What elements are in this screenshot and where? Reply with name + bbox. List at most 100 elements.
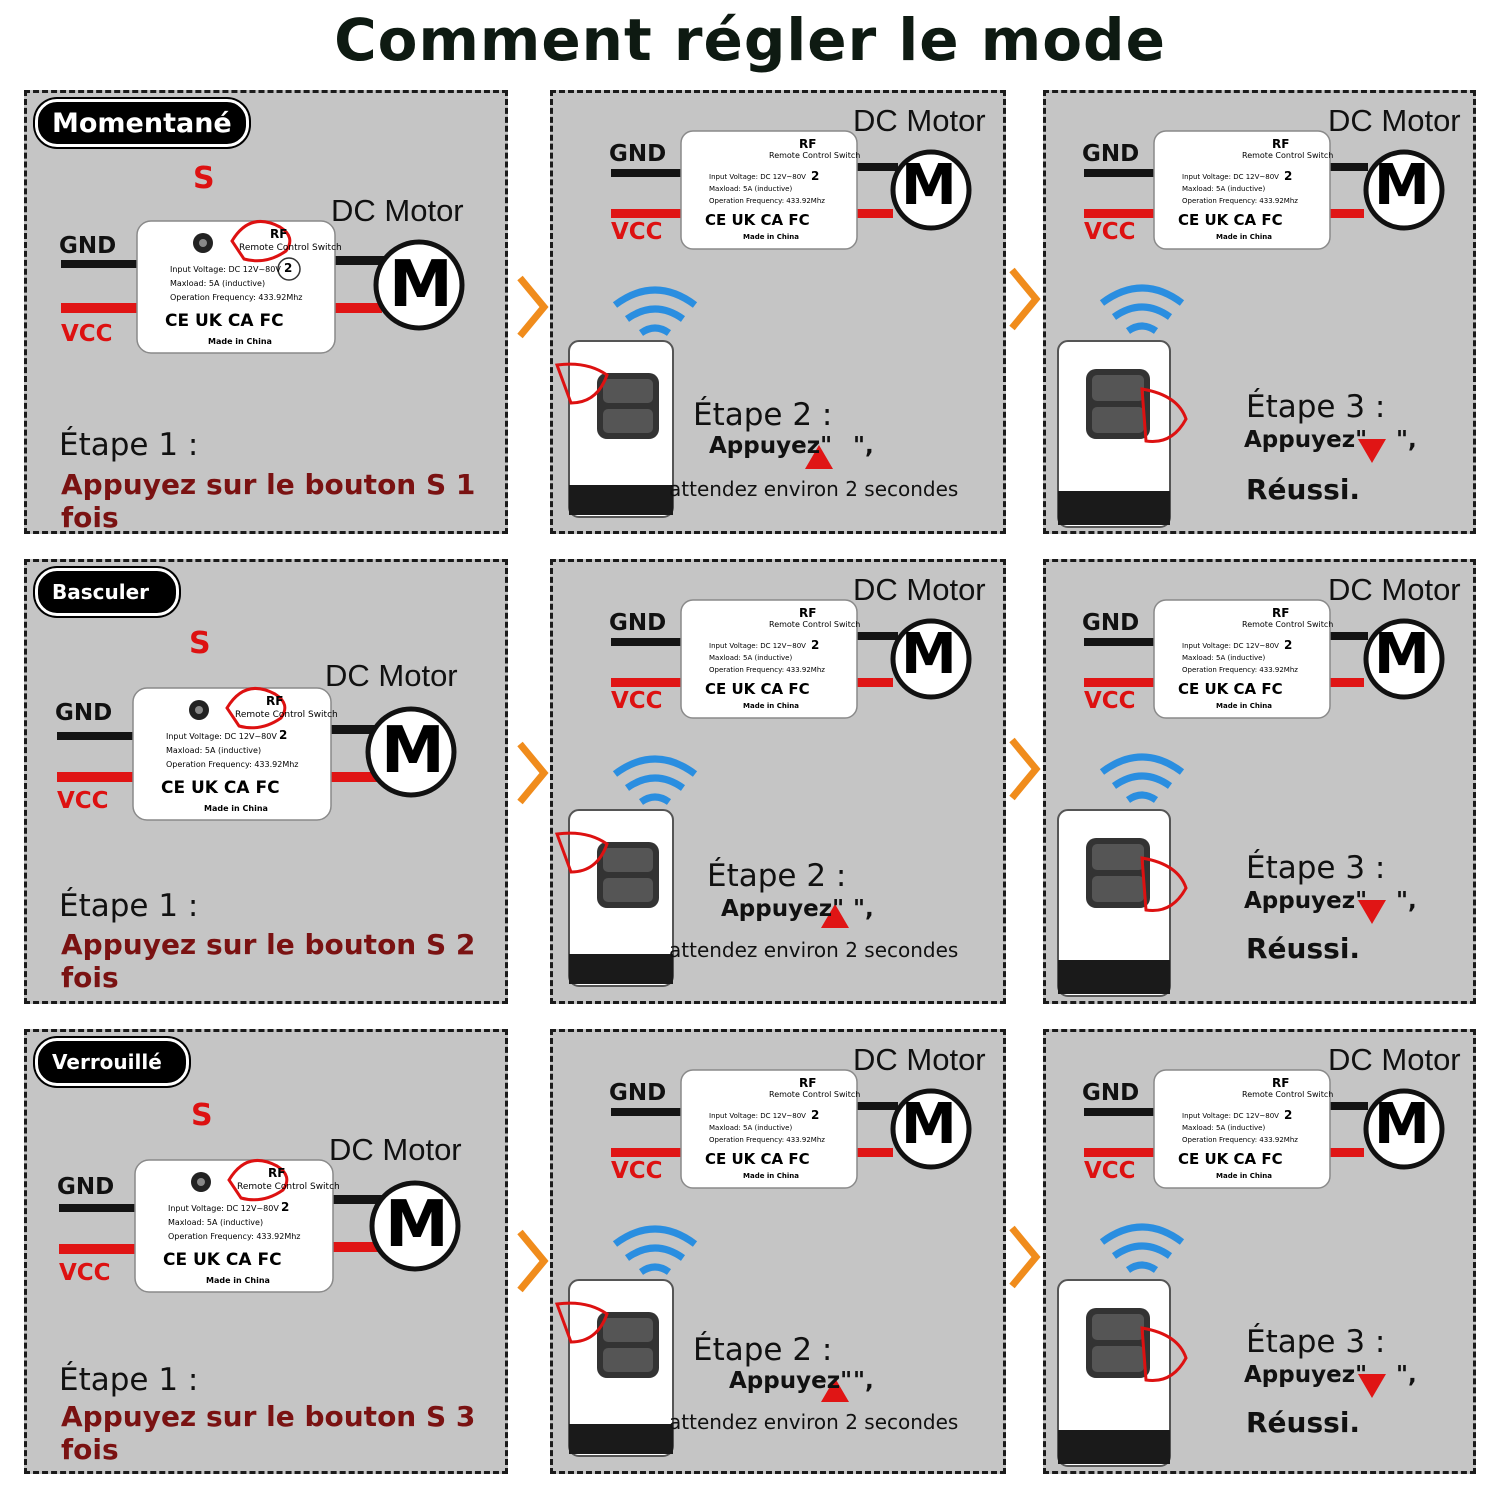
dc-motor-label: DC Motor xyxy=(329,1132,462,1167)
step2-title: Étape 2 : xyxy=(693,397,833,433)
module-channel: 2 xyxy=(279,728,288,742)
step1-description: Appuyez sur le bouton S 3 fois xyxy=(61,1400,476,1466)
module-rf-label: RF xyxy=(266,694,284,708)
module-frequency: Operation Frequency: 433.92Mhz xyxy=(709,1136,825,1144)
panel-step2-row3: DC Motor GND VCC M RF Remote Control Swi… xyxy=(550,1029,1006,1474)
panel-step1-row2: Basculer S DC Motor GND VCC RF Remote Co… xyxy=(24,559,508,1004)
motor-letter: M xyxy=(901,153,957,218)
module-frequency: Operation Frequency: 433.92Mhz xyxy=(1182,666,1298,674)
panel-step2-row2: DC Motor GND VCC M RF Remote Control Swi… xyxy=(550,559,1006,1004)
module-rf-label: RF xyxy=(799,606,817,620)
module-channel: 2 xyxy=(811,169,820,183)
step1-title: Étape 1 : xyxy=(59,888,199,924)
mode-badge: Verrouillé xyxy=(35,1038,189,1086)
step3-quote-close: ", xyxy=(1396,427,1417,453)
module-made-in: Made in China xyxy=(743,1172,799,1180)
remote-diagram xyxy=(1057,599,1445,997)
module-channel: 2 xyxy=(1284,1108,1293,1122)
gnd-label: GND xyxy=(59,233,117,259)
gnd-label: GND xyxy=(57,1174,115,1200)
module-channel: 2 xyxy=(811,638,820,652)
chevron-right-icon xyxy=(1009,1225,1041,1289)
module-frequency: Operation Frequency: 433.92Mhz xyxy=(709,666,825,674)
step2-wait: attendez environ 2 secondes xyxy=(669,477,959,501)
vcc-label: VCC xyxy=(59,1260,111,1286)
motor-letter: M xyxy=(1374,1092,1430,1157)
step2-press: Appuyez" xyxy=(729,1368,853,1394)
gnd-label: GND xyxy=(1082,610,1140,636)
dc-motor-label: DC Motor xyxy=(853,1042,986,1077)
module-voltage: Input Voltage: DC 12V~80V xyxy=(1182,642,1279,650)
step2-wait: attendez environ 2 secondes xyxy=(669,1410,959,1434)
dc-motor-label: DC Motor xyxy=(1328,572,1461,607)
panel-step1-row3: Verrouillé S DC Motor GND VCC RF Remote … xyxy=(24,1029,508,1474)
step2-title: Étape 2 : xyxy=(707,858,847,894)
module-diagram xyxy=(57,686,457,821)
chevron-right-icon xyxy=(517,1229,549,1293)
chevron-right-icon xyxy=(1009,267,1041,331)
vcc-label: VCC xyxy=(611,219,663,245)
module-voltage: Input Voltage: DC 12V~80V xyxy=(1182,173,1279,181)
dc-motor-label: DC Motor xyxy=(1328,103,1461,138)
step3-press: Appuyez" xyxy=(1244,888,1368,914)
module-maxload: Maxload: 5A (inductive) xyxy=(1182,185,1266,193)
module-maxload: Maxload: 5A (inductive) xyxy=(170,279,266,288)
step1-title: Étape 1 : xyxy=(59,1362,199,1398)
remote-diagram xyxy=(1057,130,1445,528)
s-button-label: S xyxy=(191,1098,213,1133)
gnd-label: GND xyxy=(609,141,667,167)
module-diagram xyxy=(59,1158,461,1293)
module-voltage: Input Voltage: DC 12V~80V xyxy=(709,642,806,650)
module-made-in: Made in China xyxy=(743,702,799,710)
module-certs: CE UK CA FC xyxy=(1178,1150,1283,1168)
module-rf-label: RF xyxy=(270,227,288,241)
module-name: Remote Control Switch xyxy=(239,243,342,253)
dc-motor-label: DC Motor xyxy=(1328,1042,1461,1077)
mode-badge: Momentané xyxy=(35,99,249,147)
module-name: Remote Control Switch xyxy=(1242,1090,1334,1099)
motor-letter: M xyxy=(901,1092,957,1157)
module-name: Remote Control Switch xyxy=(237,1182,340,1192)
module-made-in: Made in China xyxy=(206,1276,270,1285)
remote-diagram xyxy=(554,599,972,987)
module-rf-label: RF xyxy=(1272,606,1290,620)
module-channel: 2 xyxy=(1284,169,1293,183)
module-name: Remote Control Switch xyxy=(1242,620,1334,629)
vcc-label: VCC xyxy=(61,321,113,347)
gnd-label: GND xyxy=(609,610,667,636)
module-voltage: Input Voltage: DC 12V~80V xyxy=(709,1112,806,1120)
s-button-label: S xyxy=(189,626,211,661)
gnd-label: GND xyxy=(55,700,113,726)
dc-motor-label: DC Motor xyxy=(331,193,464,228)
step3-result: Réussi. xyxy=(1246,473,1361,506)
gnd-label: GND xyxy=(1082,141,1140,167)
remote-diagram xyxy=(554,1069,972,1457)
chevron-right-icon xyxy=(517,741,549,805)
module-made-in: Made in China xyxy=(743,233,799,241)
module-frequency: Operation Frequency: 433.92Mhz xyxy=(166,760,299,769)
step1-description: Appuyez sur le bouton S 2 fois xyxy=(61,928,476,994)
module-maxload: Maxload: 5A (inductive) xyxy=(1182,654,1266,662)
module-name: Remote Control Switch xyxy=(235,710,338,720)
module-name: Remote Control Switch xyxy=(769,1090,861,1099)
vcc-label: VCC xyxy=(1084,688,1136,714)
chevron-right-icon xyxy=(517,275,549,339)
module-frequency: Operation Frequency: 433.92Mhz xyxy=(1182,1136,1298,1144)
module-maxload: Maxload: 5A (inductive) xyxy=(709,185,793,193)
module-rf-label: RF xyxy=(1272,1076,1290,1090)
gnd-label: GND xyxy=(1082,1080,1140,1106)
step3-quote-close: ", xyxy=(1396,1362,1417,1388)
step2-title: Étape 2 : xyxy=(693,1332,833,1368)
module-made-in: Made in China xyxy=(1216,702,1272,710)
motor-letter: M xyxy=(385,1188,449,1262)
motor-letter: M xyxy=(389,248,453,322)
step2-quote-close: ", xyxy=(853,433,874,459)
step3-press: Appuyez" xyxy=(1244,427,1368,453)
module-maxload: Maxload: 5A (inductive) xyxy=(709,654,793,662)
module-made-in: Made in China xyxy=(208,337,272,346)
module-certs: CE UK CA FC xyxy=(161,778,280,798)
dc-motor-label: DC Motor xyxy=(853,103,986,138)
module-frequency: Operation Frequency: 433.92Mhz xyxy=(1182,197,1298,205)
module-maxload: Maxload: 5A (inductive) xyxy=(709,1124,793,1132)
panel-step2-row1: DC Motor GND VCC M RF Remote Control Swi… xyxy=(550,90,1006,534)
